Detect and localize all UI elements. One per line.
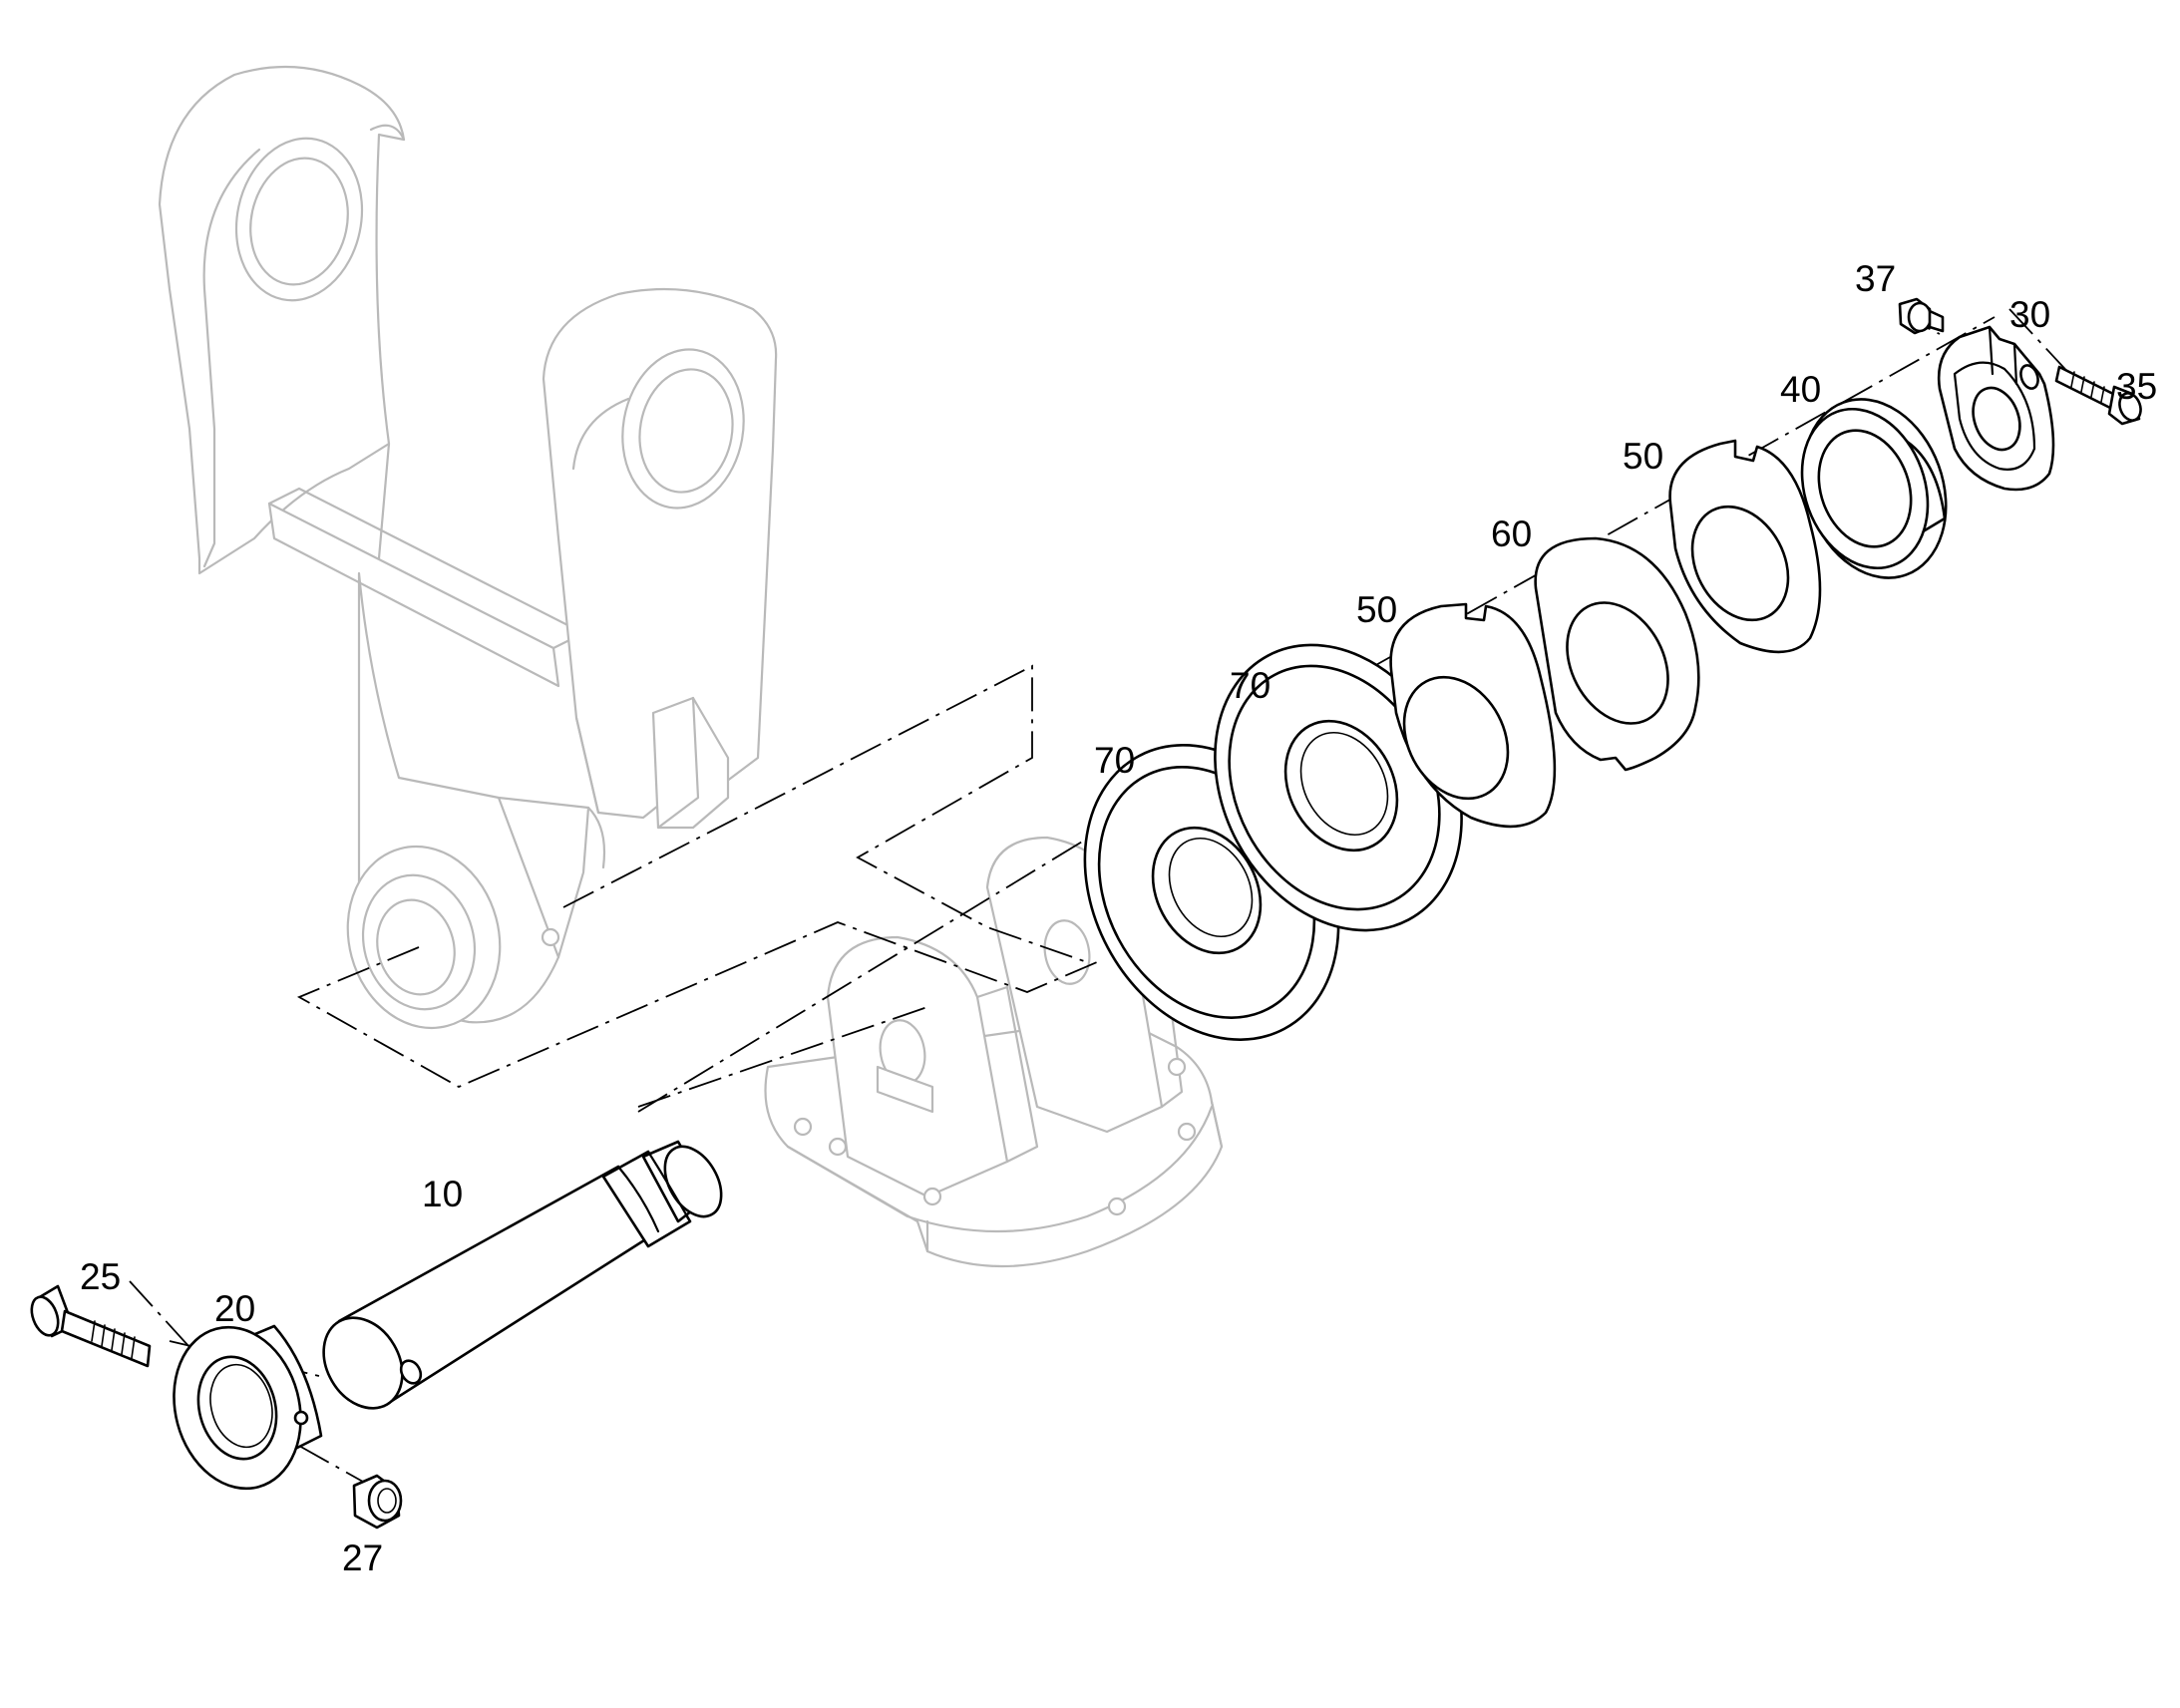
callout-labels: 10 20 25 27 30 35 37 40 50 50 60 70 70 bbox=[80, 258, 2157, 1578]
callout-35: 35 bbox=[2116, 366, 2157, 407]
clevis-base-context bbox=[764, 836, 1224, 1268]
callout-50-lower: 50 bbox=[1356, 589, 1397, 630]
pin-part-10 bbox=[322, 1140, 723, 1410]
lift-arm-context bbox=[158, 65, 778, 1030]
callout-60: 60 bbox=[1491, 513, 1532, 554]
clamp-part-30 bbox=[1937, 325, 2055, 492]
lock-plate-part-60 bbox=[1534, 536, 1700, 772]
callout-10: 10 bbox=[422, 1174, 463, 1214]
tab-washer-part-50-upper bbox=[1668, 439, 1822, 654]
callout-25: 25 bbox=[80, 1256, 121, 1297]
callout-70-second: 70 bbox=[1230, 665, 1271, 706]
nut-part-37 bbox=[1898, 297, 1945, 335]
callout-50-upper: 50 bbox=[1623, 436, 1663, 477]
callout-27: 27 bbox=[342, 1537, 383, 1578]
callout-40: 40 bbox=[1780, 369, 1821, 410]
callout-37: 37 bbox=[1855, 258, 1896, 299]
bushing-part-40 bbox=[1800, 398, 1948, 579]
callout-70-first: 70 bbox=[1094, 740, 1135, 781]
callout-20: 20 bbox=[214, 1288, 255, 1329]
nut-part-27 bbox=[352, 1474, 403, 1530]
tab-washer-part-50-lower bbox=[1389, 602, 1557, 829]
callout-30: 30 bbox=[2009, 294, 2050, 335]
bolt-part-35 bbox=[2054, 365, 2142, 426]
bolt-part-25 bbox=[30, 1284, 152, 1368]
collar-part-20 bbox=[173, 1324, 323, 1491]
